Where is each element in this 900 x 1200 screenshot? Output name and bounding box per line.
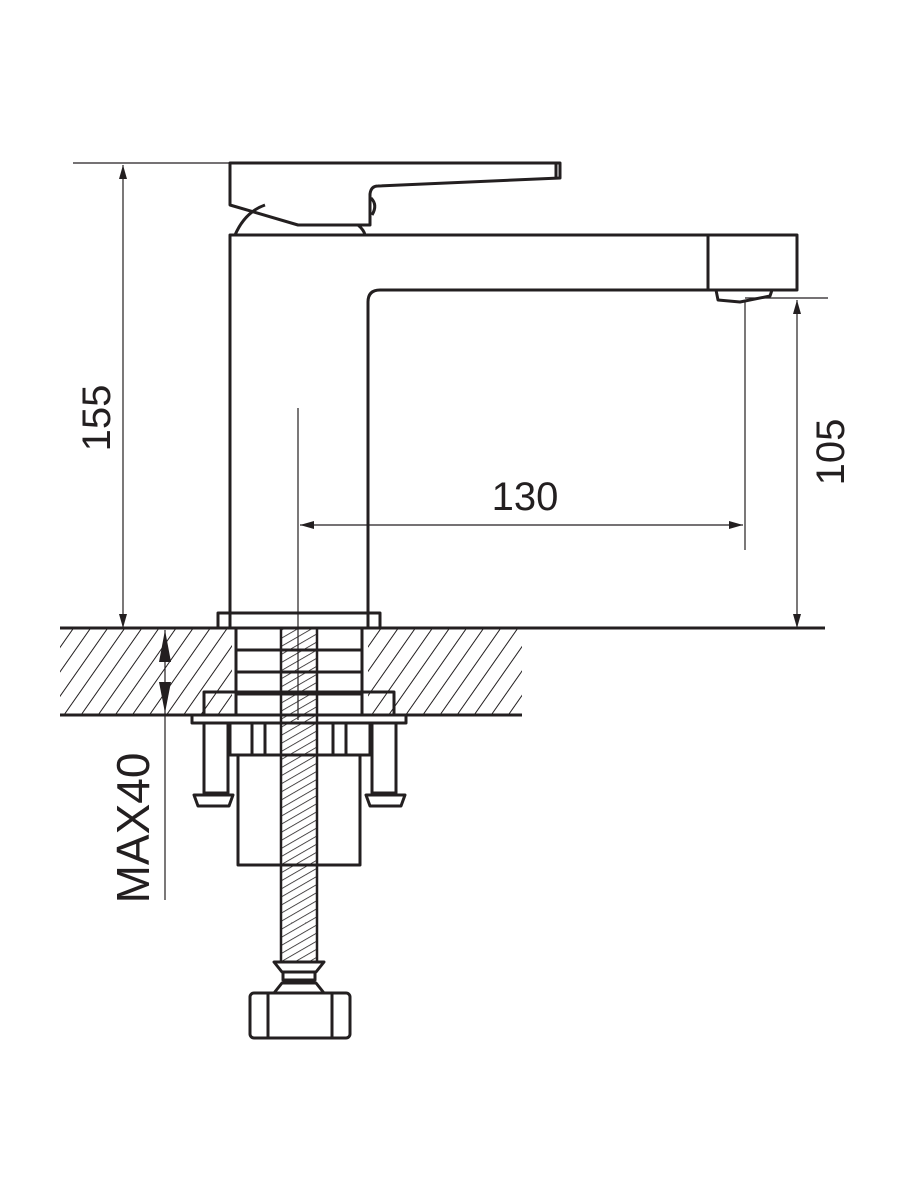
countertop [60, 626, 825, 717]
lever-handle [228, 161, 562, 227]
dim-total-height: 155 [75, 385, 119, 452]
faucet-body [228, 203, 799, 615]
dim-max-thickness: MAX40 [107, 753, 159, 904]
dimension-lines [73, 162, 828, 900]
dim-spout-height: 105 [809, 419, 853, 486]
dim-spout-reach: 130 [492, 475, 559, 519]
threaded-hose [248, 626, 352, 1040]
